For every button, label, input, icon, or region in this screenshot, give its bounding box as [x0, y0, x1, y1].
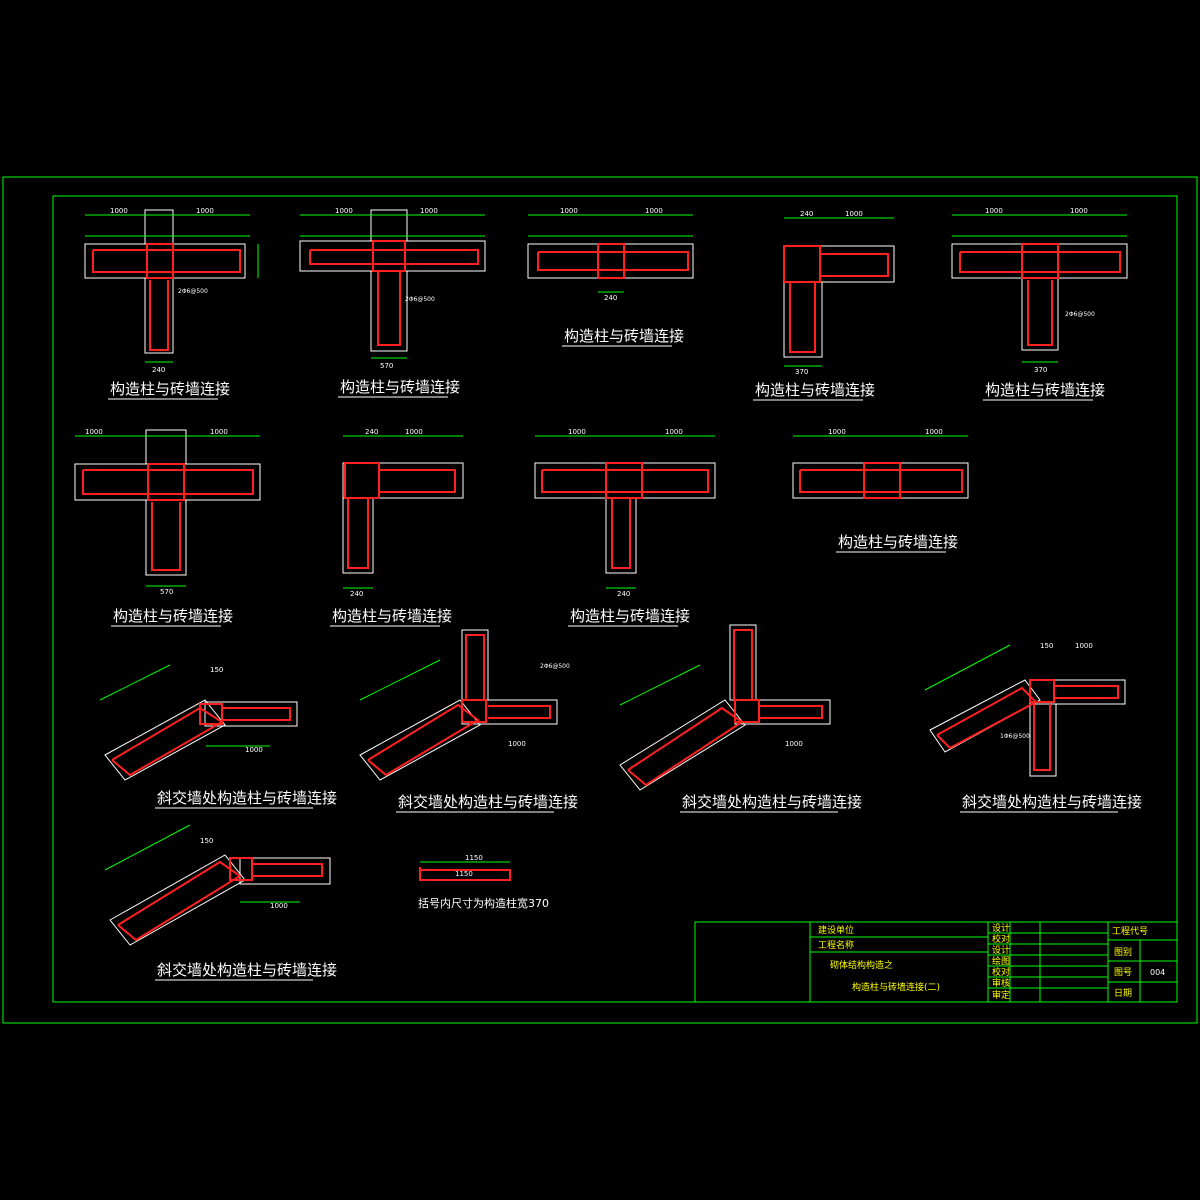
dim-240-e: 240 [350, 590, 363, 598]
dim-150-c: 150 [200, 837, 213, 845]
dim-150-a: 150 [1040, 642, 1053, 650]
outer-frame [2, 176, 1198, 1024]
dim-1000-o: 1000 [828, 428, 846, 436]
tb-sign-3: 绘图 [992, 955, 1010, 967]
dim-370-a: 370 [795, 368, 808, 376]
detail-10 [99, 664, 298, 781]
caption-5: 构造柱与砖墙连接 [985, 381, 1105, 399]
caption-12: 斜交墙处构造柱与砖墙连接 [682, 793, 862, 811]
tb-category: 图别 [1114, 947, 1132, 958]
detail-3 [527, 214, 694, 293]
bent-bar-detail [419, 861, 511, 881]
rebar-label-c: 2Φ6@500 [1065, 311, 1095, 318]
caption-10: 斜交墙处构造柱与砖墙连接 [157, 789, 337, 807]
tb-sign-2: 设计 [992, 944, 1010, 956]
rebar-label-d: 2Φ6@500 [540, 663, 570, 670]
caption-11: 斜交墙处构造柱与砖墙连接 [398, 793, 578, 811]
dim-570-b: 570 [160, 588, 173, 596]
dim-1000-u: 1000 [270, 902, 288, 910]
title-block [694, 921, 1178, 1003]
tb-project-code: 工程代号 [1112, 926, 1148, 937]
caption-4: 构造柱与砖墙连接 [755, 381, 875, 399]
detail-2 [299, 209, 486, 359]
dim-1000-g: 1000 [845, 210, 863, 218]
tb-sign-4: 校对 [992, 966, 1010, 978]
detail-4 [783, 217, 895, 367]
dim-1000-a: 1000 [110, 207, 128, 215]
detail-9 [792, 435, 969, 499]
detail-1 [84, 209, 259, 363]
tb-title-line1: 砌体结构构造之 [830, 959, 893, 971]
dim-150-b: 150 [210, 666, 223, 674]
tb-project-label: 工程名称 [818, 939, 854, 951]
dim-1000-t: 1000 [785, 740, 803, 748]
detail-7 [342, 435, 464, 589]
dim-1000-m: 1000 [568, 428, 586, 436]
detail-8 [534, 435, 716, 589]
caption-13: 斜交墙处构造柱与砖墙连接 [962, 793, 1142, 811]
caption-2: 构造柱与砖墙连接 [340, 378, 460, 396]
detail-6 [74, 429, 261, 587]
dim-370-b: 370 [1034, 366, 1047, 374]
dim-1000-f: 1000 [645, 207, 663, 215]
dim-1000-s: 1000 [508, 740, 526, 748]
dim-240-c: 240 [800, 210, 813, 218]
caption-6: 构造柱与砖墙连接 [113, 607, 233, 625]
caption-1: 构造柱与砖墙连接 [110, 380, 230, 398]
dim-1000-r: 1000 [245, 746, 263, 754]
detail-12 [619, 624, 831, 791]
inner-frame [52, 195, 1178, 1003]
tb-title-line2: 构造柱与砖墙连接(二) [852, 981, 940, 993]
tb-sign-0: 设计 [992, 922, 1010, 934]
dim-1000-l: 1000 [405, 428, 423, 436]
caption-7: 构造柱与砖墙连接 [332, 607, 452, 625]
tb-date: 日期 [1114, 988, 1132, 999]
dim-240-f: 240 [617, 590, 630, 598]
dim-1150-a: 1150 [465, 854, 483, 862]
tb-sheet-no: 004 [1150, 968, 1165, 977]
detail-14 [104, 824, 331, 946]
dim-1000-e: 1000 [560, 207, 578, 215]
dim-1000-q: 1000 [1075, 642, 1093, 650]
dim-1000-i: 1000 [1070, 207, 1088, 215]
caption-8: 构造柱与砖墙连接 [570, 607, 690, 625]
detail-11 [359, 629, 558, 781]
dim-1000-n: 1000 [665, 428, 683, 436]
caption-3: 构造柱与砖墙连接 [564, 327, 684, 345]
dim-1000-k: 1000 [210, 428, 228, 436]
tb-sign-6: 审定 [992, 989, 1010, 1001]
dim-1150-b: 1150 [455, 870, 473, 878]
dim-240-a: 240 [152, 366, 165, 374]
note-text: 括号内尺寸为构造柱宽370 [418, 896, 549, 910]
rebar-label-a: 2Φ6@500 [178, 288, 208, 295]
dim-1000-h: 1000 [985, 207, 1003, 215]
detail-5 [951, 214, 1128, 363]
tb-sheet-label: 图号 [1114, 967, 1132, 978]
dim-1000-c: 1000 [335, 207, 353, 215]
caption-9: 构造柱与砖墙连接 [838, 533, 958, 551]
dim-240-d: 240 [365, 428, 378, 436]
rebar-label-b: 2Φ6@500 [405, 296, 435, 303]
tb-sign-5: 审核 [992, 977, 1010, 989]
rebar-label-e: 1Φ6@500 [1000, 733, 1030, 740]
tb-sign-1: 校对 [992, 933, 1010, 945]
dim-570-a: 570 [380, 362, 393, 370]
dim-1000-b: 1000 [196, 207, 214, 215]
dim-1000-p: 1000 [925, 428, 943, 436]
caption-14: 斜交墙处构造柱与砖墙连接 [157, 961, 337, 979]
tb-client-label: 建设单位 [818, 924, 854, 936]
dim-240-b: 240 [604, 294, 617, 302]
dim-1000-j: 1000 [85, 428, 103, 436]
detail-13 [924, 644, 1126, 777]
dim-1000-d: 1000 [420, 207, 438, 215]
